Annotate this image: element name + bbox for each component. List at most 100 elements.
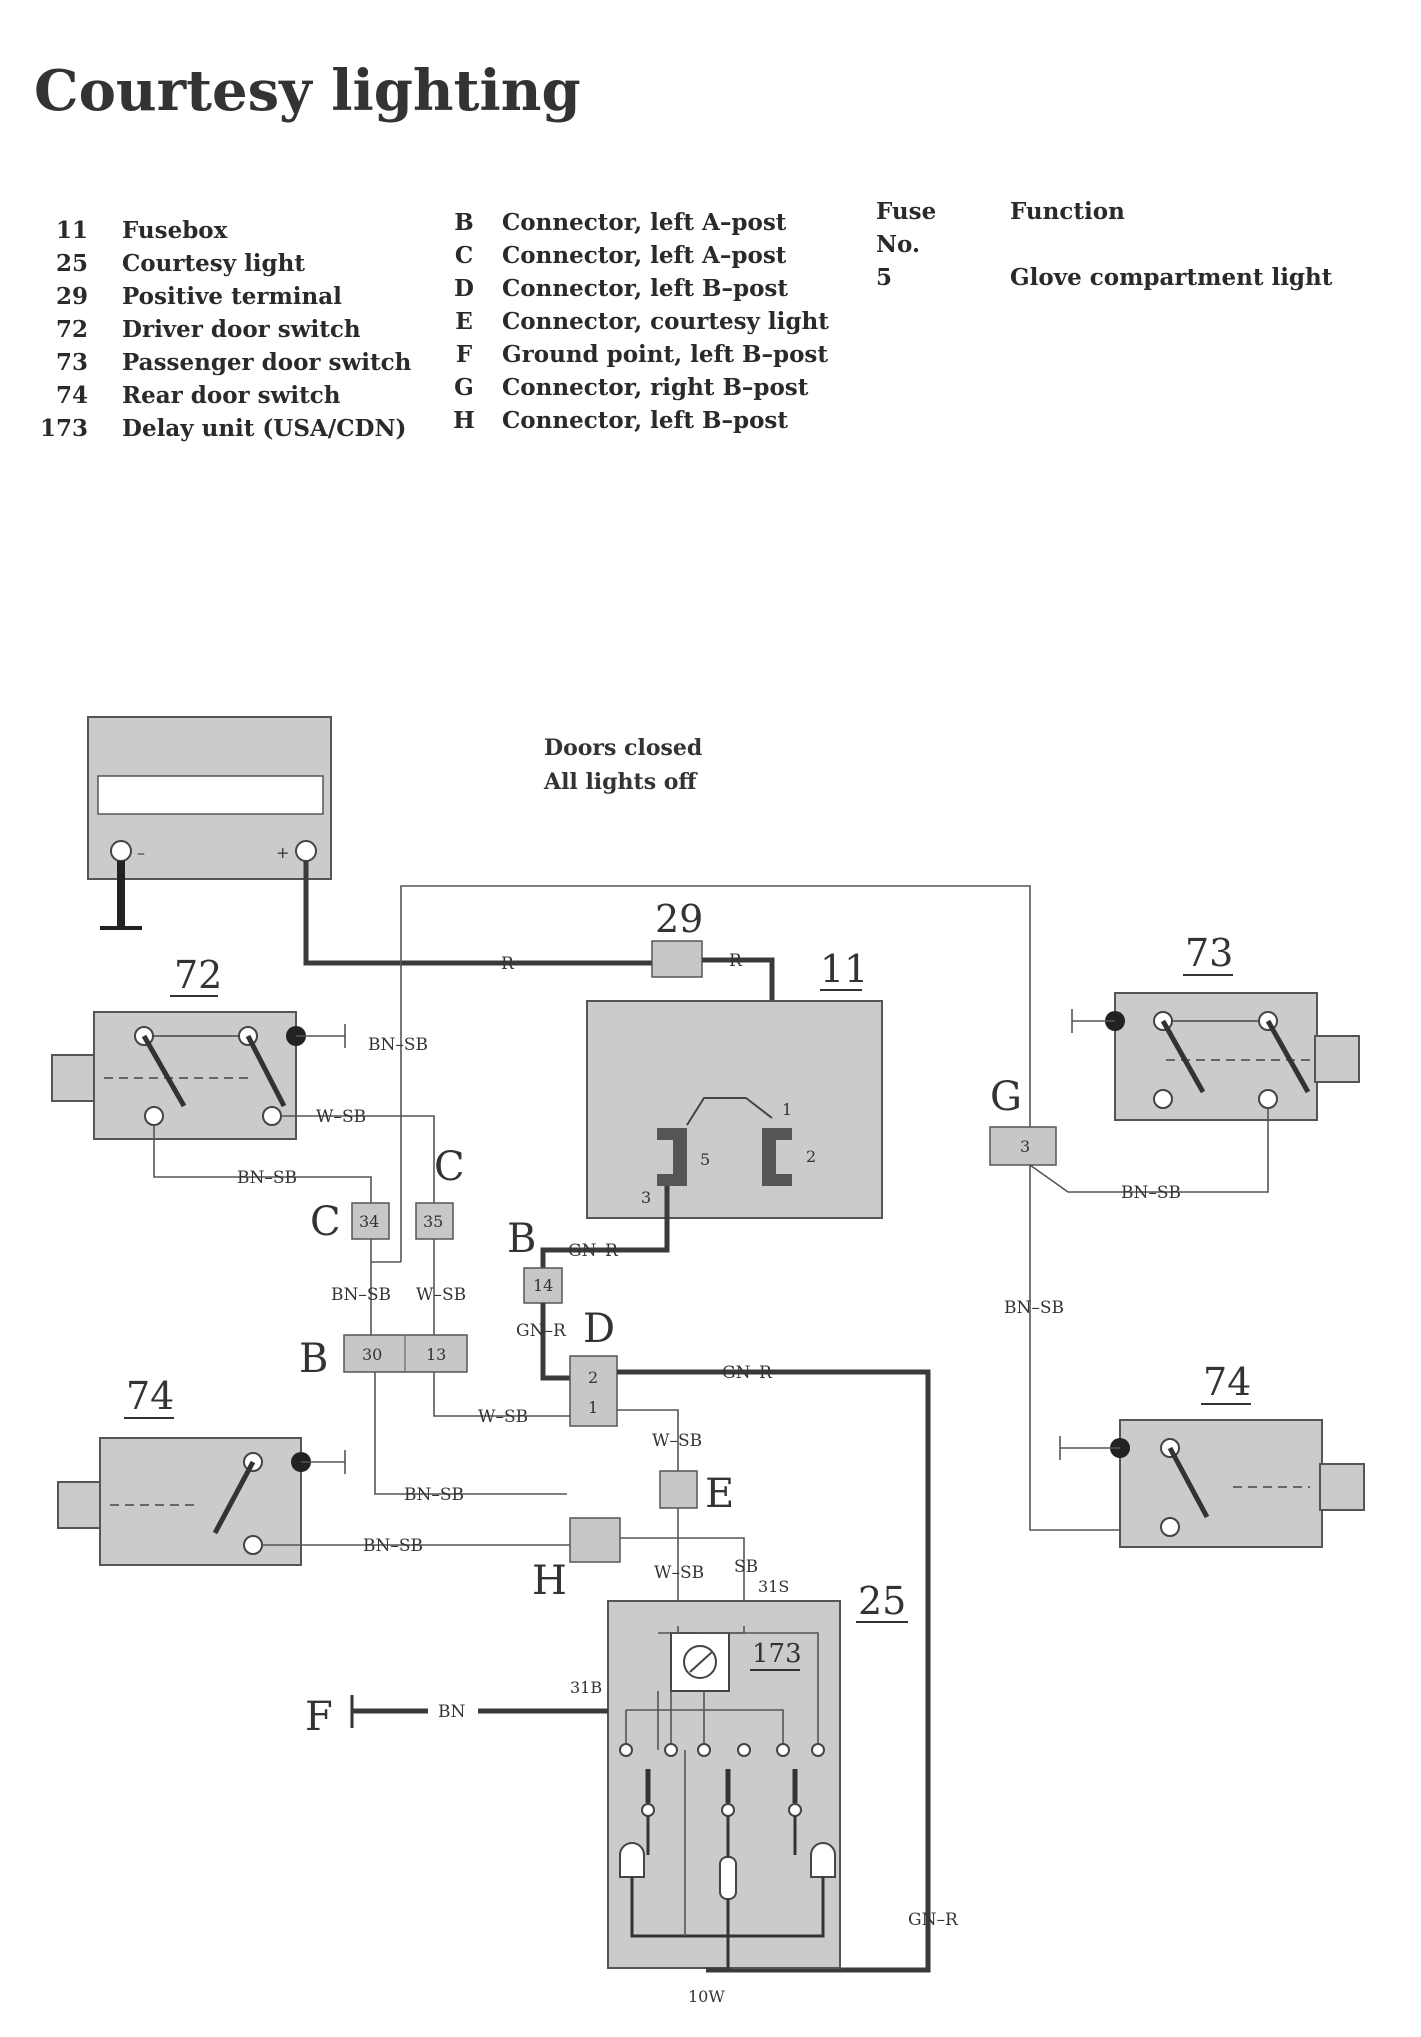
legend-code: 25	[55, 250, 88, 277]
wire-bnsb-74-right	[1029, 1165, 1163, 1531]
wire-sb	[620, 1537, 745, 1626]
legend-label: Connector, right B–post	[502, 374, 809, 401]
legend-code: F	[455, 341, 473, 368]
wire-label-gnr: GN–R	[568, 1241, 619, 1261]
legend-label: Rear door switch	[122, 382, 341, 409]
pin-g-3: 3	[1020, 1137, 1030, 1156]
legend-code: D	[454, 275, 474, 302]
wire-label-bnsb: BN–SB	[1004, 1298, 1064, 1318]
pin-1: 1	[588, 1398, 598, 1417]
wire-label-wsb: W–SB	[654, 1563, 704, 1583]
component-number-29: 29	[655, 897, 703, 941]
legend-label: Connector, courtesy light	[502, 308, 829, 335]
wire-label-wsb: W–SB	[652, 1431, 702, 1451]
terminal-31b: 31B	[570, 1678, 602, 1697]
connector-letter-e: E	[705, 1471, 734, 1517]
legend-code: 74	[55, 382, 88, 409]
function-value: Glove compartment light	[1010, 264, 1333, 291]
wire-gnr-fusebox	[540, 1186, 670, 1268]
positive-terminal-29	[651, 940, 703, 978]
legend-row: 173 Delay unit (USA/CDN)	[40, 412, 411, 445]
component-number-173: 173	[752, 1639, 802, 1669]
connector-b-14	[523, 1267, 563, 1304]
component-number-74: 74	[126, 1374, 174, 1418]
wire-label-gnr: GN–R	[722, 1363, 773, 1383]
fuse-no-header: No.	[876, 231, 920, 258]
legend-row: C Connector, left A–post	[452, 239, 829, 272]
legend-code: 173	[40, 415, 89, 442]
wire-label-bnsb: BN–SB	[237, 1168, 297, 1188]
component-number-74: 74	[1203, 1360, 1251, 1404]
legend-label: Connector, left A–post	[502, 242, 787, 269]
connector-letter-c: C	[310, 1199, 341, 1245]
legend-code: 29	[55, 283, 88, 310]
legend-label: Fusebox	[122, 217, 228, 244]
wire-label-wsb: W–SB	[416, 1285, 466, 1305]
connector-d	[569, 1355, 618, 1427]
wire-label-bnsb: BN–SB	[1121, 1183, 1181, 1203]
wire-bnsb-30	[374, 1372, 567, 1495]
bulb-icon	[619, 1842, 645, 1878]
wire-label-bnsb: BN–SB	[368, 1035, 428, 1055]
wire-wsb-72	[281, 1115, 435, 1207]
wire-label-bnsb: BN–SB	[331, 1285, 391, 1305]
fuse-pin-5: 5	[700, 1150, 710, 1169]
fuse-number: 5	[876, 264, 893, 291]
connector-letter-d: D	[583, 1306, 615, 1352]
legend-label: Connector, left B–post	[502, 407, 788, 434]
wire-bnsb-73	[1029, 1108, 1269, 1193]
legend-row: 74 Rear door switch	[40, 379, 411, 412]
pin-2: 2	[588, 1368, 598, 1387]
fuse-pin-3: 3	[641, 1188, 651, 1207]
battery-plus: +	[276, 843, 289, 862]
pin-30: 30	[362, 1345, 382, 1364]
status-caption-2: All lights off	[543, 769, 698, 795]
status-caption-1: Doors closed	[544, 735, 702, 761]
connector-c-35	[415, 1202, 454, 1240]
legend-code: 72	[55, 316, 88, 343]
legend-label: Courtesy light	[122, 250, 305, 277]
festoon-bulb-icon	[719, 1856, 737, 1900]
legend-label: Connector, left A–post	[502, 209, 787, 236]
connector-letter-g: G	[990, 1074, 1022, 1120]
courtesy-light-25: 25 31S 31B 173	[570, 1577, 908, 2006]
pin-34: 34	[359, 1212, 379, 1231]
connector-g	[989, 1126, 1057, 1166]
legend-code: E	[455, 308, 473, 335]
legend-code: C	[454, 242, 474, 269]
passenger-door-switch-73: 73	[1071, 931, 1360, 1121]
wire-label-bnsb: BN–SB	[404, 1485, 464, 1505]
connector-c-34	[351, 1202, 390, 1240]
component-number-72: 72	[174, 953, 222, 997]
terminal-31s: 31S	[758, 1577, 789, 1596]
component-number-73: 73	[1185, 931, 1233, 975]
legend-code: 73	[55, 349, 88, 376]
legend-label: Passenger door switch	[122, 349, 412, 376]
fuse-pin-1: 1	[782, 1100, 792, 1119]
wire-bnsb-72	[153, 1125, 372, 1207]
legend-row: 73 Passenger door switch	[40, 346, 411, 379]
wire-label-r: R	[729, 951, 743, 971]
function-header: Function	[1010, 198, 1125, 225]
legend-row: 25 Courtesy light	[40, 247, 411, 280]
wire-label-bn: BN	[438, 1702, 465, 1722]
fuse-pin-2: 2	[806, 1147, 816, 1166]
bulb-icon	[810, 1842, 836, 1878]
page-title: Courtesy lighting	[34, 58, 581, 124]
fuse-header: Fuse	[876, 198, 937, 225]
connector-letter-b: B	[507, 1216, 536, 1262]
legend-code: H	[453, 407, 475, 434]
wire-gnr-d	[540, 1303, 570, 1381]
component-number-11: 11	[820, 947, 868, 991]
rear-door-switch-74-right: 74	[1059, 1360, 1365, 1548]
wire-r-battery	[303, 861, 652, 966]
legend-label: Delay unit (USA/CDN)	[122, 415, 407, 442]
legend-label: Driver door switch	[122, 316, 361, 343]
fusebox-11: 11 1 2 5 3	[586, 947, 883, 1219]
